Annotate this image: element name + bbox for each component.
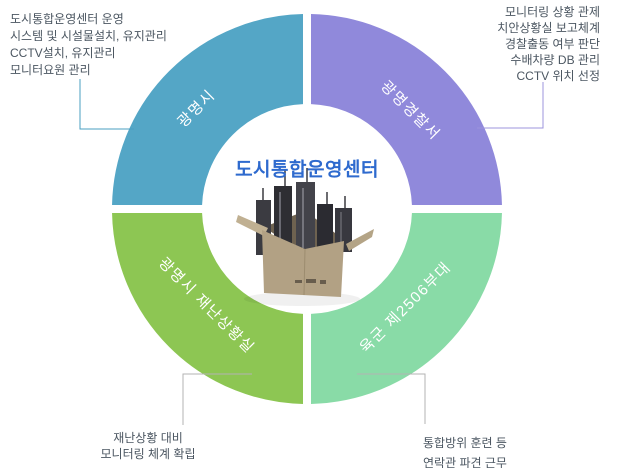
annotation-line: 도시통합운영센터 운영 (10, 12, 124, 26)
connectors (79, 79, 544, 425)
annotation-line: 통합방위 훈련 등 (423, 436, 507, 450)
box-print-marks (295, 279, 326, 284)
connector-top-right (477, 82, 544, 129)
box-flap-left (236, 215, 268, 236)
connector-bottom-left (182, 373, 252, 425)
box-crease (303, 248, 306, 296)
annotation-line: 모니터링 상황 관제 (505, 5, 600, 19)
annotation-line: CCTV 위치 선정 (516, 69, 601, 83)
annotation-line: 연락관 파견 근무 (423, 456, 507, 468)
annotation-line: 시스템 및 시설물설치, 유지관리 (10, 29, 167, 43)
annotation-line: 모니터링 체계 확립 (100, 447, 196, 461)
city-in-box-illustration (236, 168, 374, 306)
annotation-line: CCTV설치, 유지관리 (10, 46, 116, 60)
annotation-top-right: 모니터링 상황 관제 치안상황실 보고체계 경찰출동 여부 판단 수배차량 DB… (497, 4, 600, 84)
connector-bottom-right (357, 373, 426, 424)
annotation-line: 경찰출동 여부 판단 (505, 37, 600, 51)
annotation-line: 수배차량 DB 관리 (510, 53, 600, 67)
annotation-bottom-left: 재난상황 대비 모니터링 체계 확립 (80, 430, 216, 462)
annotation-bottom-right: 통합방위 훈련 등 연락관 파견 근무 (423, 433, 507, 468)
annotation-line: 재난상황 대비 (113, 431, 183, 445)
connector-top-left (79, 79, 134, 130)
annotation-top-left: 도시통합운영센터 운영 시스템 및 시설물설치, 유지관리 CCTV설치, 유지… (10, 11, 167, 79)
annotation-line: 치안상황실 보고체계 (497, 21, 600, 35)
annotation-line: 모니터요원 관리 (10, 63, 91, 77)
box-flap-right (346, 229, 374, 251)
city-buildings (256, 182, 352, 255)
center-title: 도시통합운영센터 (235, 159, 379, 181)
